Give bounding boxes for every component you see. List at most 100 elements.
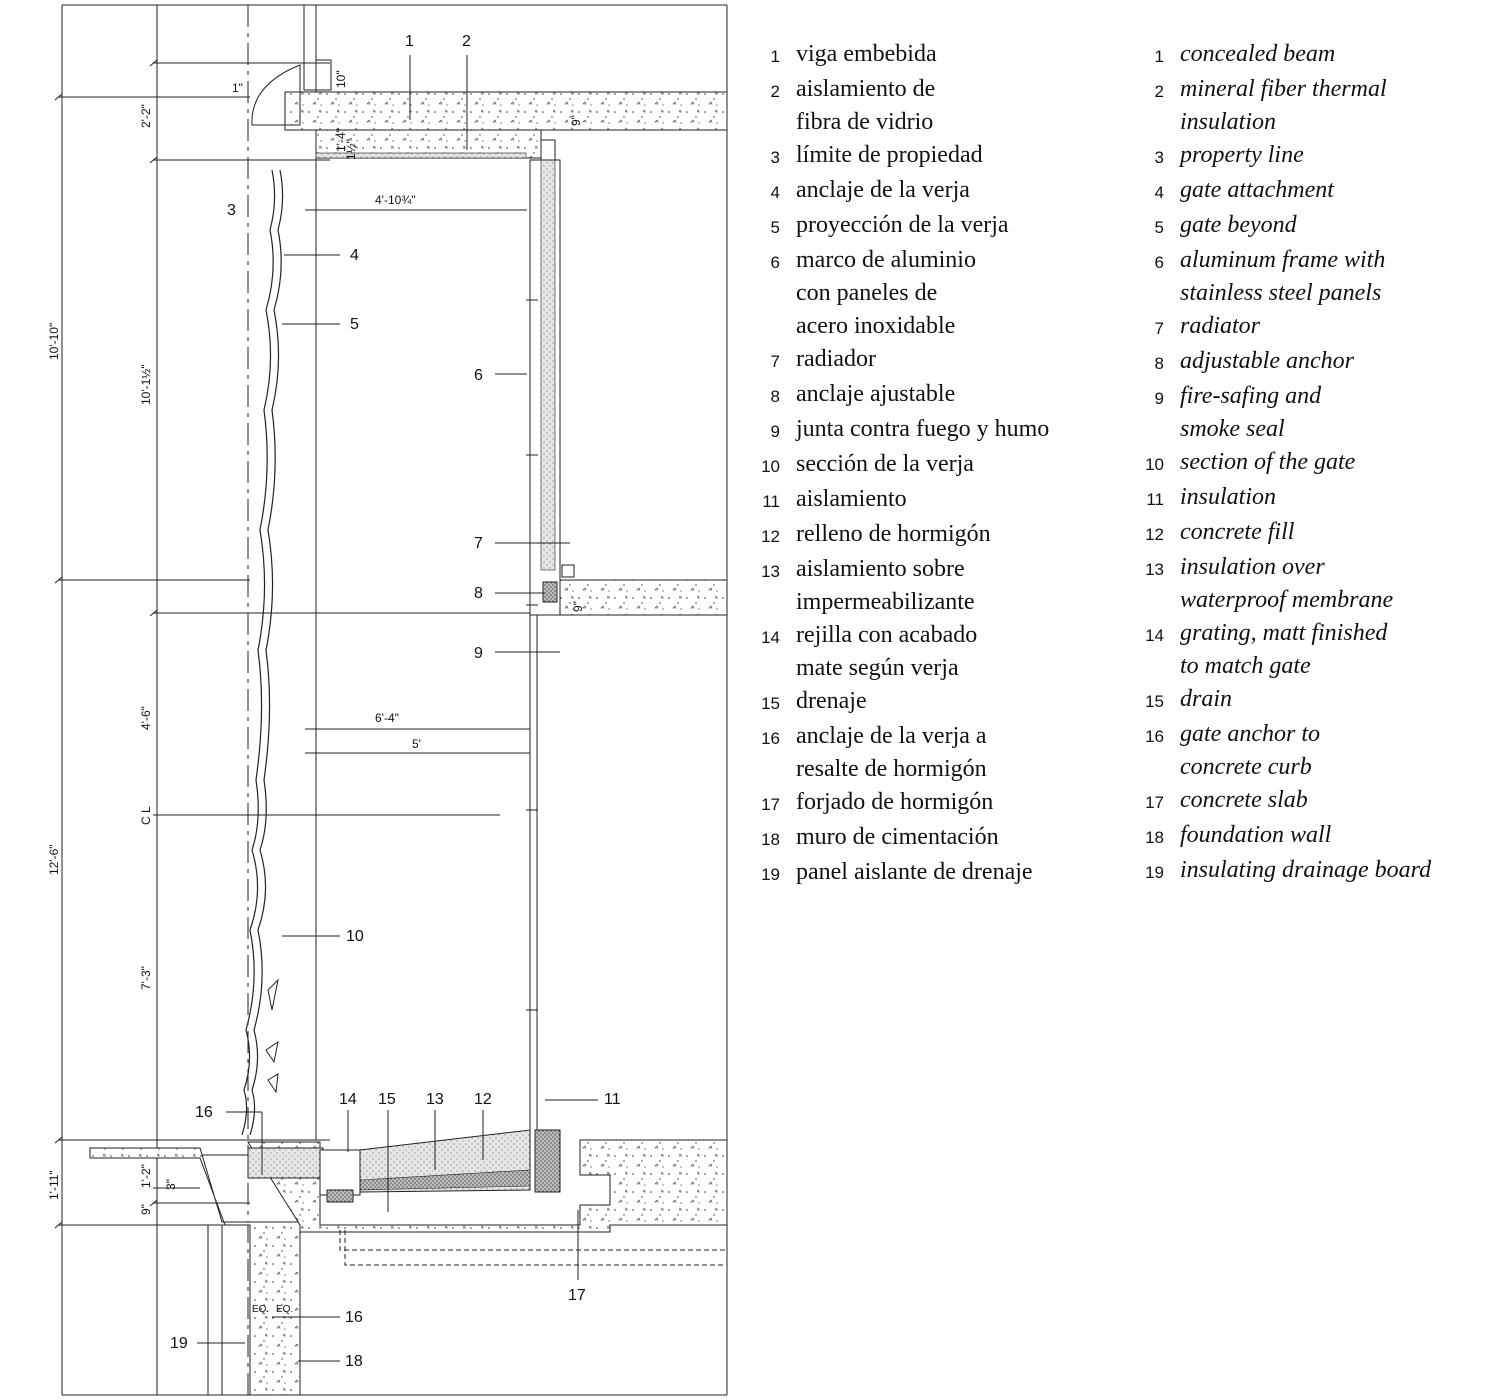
callout-15: 15 bbox=[378, 1091, 396, 1108]
legend-number: 15 bbox=[761, 694, 780, 713]
legend-text: anclaje de la verja bbox=[796, 177, 970, 203]
dim-2-2: 2'-2" bbox=[139, 104, 153, 128]
legend-text: grating, matt finished to match gate bbox=[1180, 620, 1388, 679]
legend-text: gate anchor to concrete curb bbox=[1180, 721, 1320, 780]
gate-pickets bbox=[265, 978, 279, 1094]
legend-text: insulating drainage board bbox=[1180, 857, 1432, 883]
legend-number: 7 bbox=[770, 352, 780, 371]
legend-number: 14 bbox=[1145, 626, 1164, 645]
callout-10: 10 bbox=[346, 928, 364, 945]
legend-number: 18 bbox=[1145, 828, 1164, 847]
dim-1-11: 1'-11" bbox=[47, 1170, 61, 1200]
callout-9: 9 bbox=[474, 645, 483, 662]
legend-number: 10 bbox=[1145, 455, 1164, 474]
dim-3: 3" bbox=[164, 1179, 178, 1190]
dim-10-1-5: 10'-1½" bbox=[139, 364, 153, 405]
mid-slab bbox=[542, 564, 728, 616]
legend-text: insulation bbox=[1180, 484, 1277, 510]
legend-number: 2 bbox=[1154, 82, 1164, 101]
legend-number: 14 bbox=[761, 628, 780, 647]
legend-text: property line bbox=[1180, 142, 1304, 168]
callout-16-bottom: 16 bbox=[345, 1309, 363, 1326]
legend-number: 11 bbox=[1146, 490, 1164, 509]
legend-text: adjustable anchor bbox=[1180, 348, 1354, 374]
legend-text: aislamiento de fibra de vidrio bbox=[796, 76, 936, 135]
legend-text: mineral fiber thermal insulation bbox=[1180, 76, 1387, 135]
legend-text: foundation wall bbox=[1180, 822, 1332, 848]
legend-text: anclaje ajustable bbox=[796, 381, 956, 407]
legend-number: 8 bbox=[770, 387, 780, 406]
legend-number: 10 bbox=[761, 457, 780, 476]
callout-16-top: 16 bbox=[195, 1104, 213, 1121]
callout-19: 19 bbox=[170, 1335, 188, 1352]
dim-4-10: 4'-10¾" bbox=[375, 193, 416, 207]
dim-4-6: 4'-6" bbox=[139, 706, 153, 730]
dim-1-5: 1½" bbox=[344, 139, 358, 160]
legend-text: marco de aluminio con paneles de acero i… bbox=[796, 247, 976, 339]
legend-number: 12 bbox=[1145, 525, 1164, 544]
callout-2: 2 bbox=[462, 33, 471, 50]
dim-10-10: 10'-10" bbox=[47, 323, 61, 360]
dim-eq-1: EQ. bbox=[252, 1304, 269, 1315]
dim-1: 1" bbox=[232, 81, 243, 95]
legend-text: rejilla con acabado mate según verja bbox=[796, 622, 978, 681]
legend-number: 1 bbox=[770, 47, 780, 66]
callout-6: 6 bbox=[474, 367, 483, 384]
dim-9-mid: 9" bbox=[571, 601, 585, 612]
legend-item: 18 muro de cimentación bbox=[750, 821, 1140, 856]
dim-10: 10" bbox=[334, 70, 348, 88]
legend-text: aislamiento sobre impermeabilizante bbox=[796, 556, 975, 615]
legend-text: concrete slab bbox=[1180, 787, 1308, 813]
legend-text: proyección de la verja bbox=[796, 212, 1009, 238]
callout-17: 17 bbox=[568, 1287, 586, 1304]
legend-text: sección de la verja bbox=[796, 451, 974, 477]
dim-9-top: 9" bbox=[569, 115, 583, 126]
centerline-mark: C L bbox=[139, 806, 153, 825]
dim-5: 5' bbox=[412, 737, 421, 751]
callout-14: 14 bbox=[339, 1091, 357, 1108]
legend-number: 18 bbox=[761, 830, 780, 849]
legend-text: muro de cimentación bbox=[796, 824, 999, 850]
legend-number: 6 bbox=[1154, 253, 1164, 272]
gate-section bbox=[241, 169, 276, 1136]
legend-item: 8 anclaje ajustable bbox=[750, 378, 1140, 413]
gate-section-inner bbox=[249, 169, 284, 1136]
legend-number: 8 bbox=[1154, 354, 1164, 373]
callout-7: 7 bbox=[474, 535, 483, 552]
dim-9: 9" bbox=[139, 1204, 153, 1215]
aluminum-frame bbox=[526, 139, 561, 1135]
legend-text: gate attachment bbox=[1180, 177, 1334, 203]
legend-number: 9 bbox=[770, 422, 780, 441]
legend-text: drain bbox=[1180, 686, 1233, 712]
legend-number: 4 bbox=[770, 183, 780, 202]
dim-1-2: 1'-2" bbox=[139, 1164, 153, 1188]
legend-item: 11 insulation bbox=[1133, 481, 1510, 516]
legend-number: 1 bbox=[1154, 47, 1164, 66]
dim-6-4: 6'-4" bbox=[375, 711, 399, 725]
legend-number: 2 bbox=[770, 82, 780, 101]
legend-item: 8 adjustable anchor bbox=[1133, 345, 1510, 380]
legend-item: 10 sección de la verja bbox=[750, 448, 1140, 483]
callout-4: 4 bbox=[350, 247, 359, 264]
section-drawing: 2'-2" 10'-10" 10'-1½" 4'-6" 12'-6" 7'-3"… bbox=[47, 4, 728, 1396]
callout-3: 3 bbox=[227, 202, 236, 219]
dim-1-4: 1'-4" bbox=[334, 128, 348, 152]
callout-11: 11 bbox=[604, 1091, 621, 1108]
dimension-lines bbox=[54, 5, 540, 1395]
callout-1: 1 bbox=[405, 33, 414, 50]
legend-item: 4 anclaje de la verja bbox=[750, 174, 1140, 209]
